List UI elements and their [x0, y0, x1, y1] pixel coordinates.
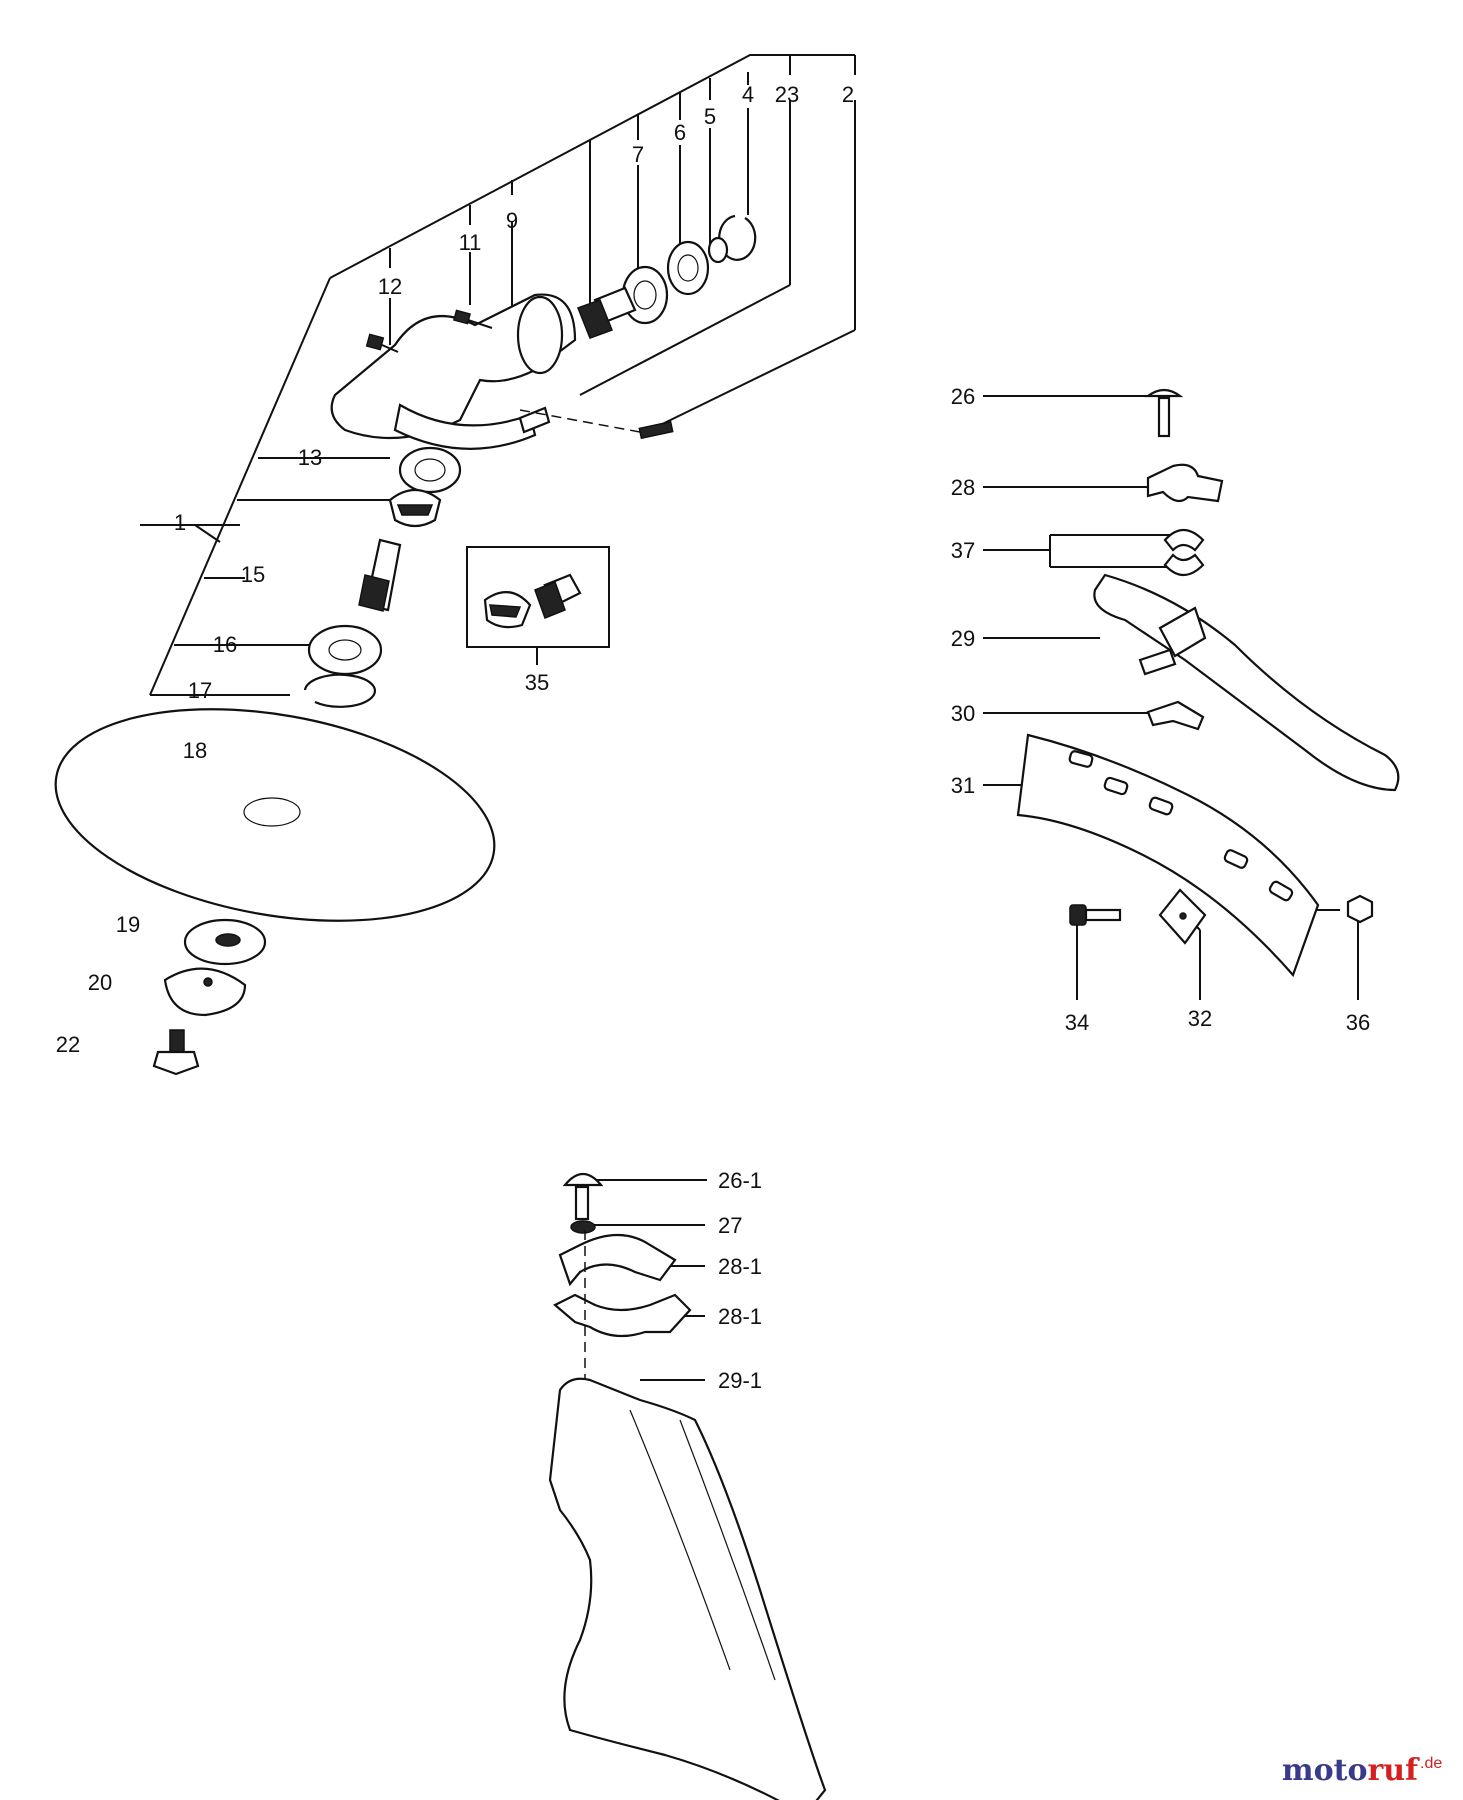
- callout-6: 6: [674, 120, 686, 145]
- callout-7: 7: [632, 142, 644, 167]
- callout-26-1: 26-1: [718, 1168, 762, 1193]
- callout-2: 2: [842, 82, 854, 107]
- watermark-suffix: .de: [1420, 1755, 1442, 1772]
- lower-guard-assembly: [548, 1172, 827, 1800]
- callout-13: 13: [298, 445, 322, 470]
- callout-29-1: 29-1: [718, 1368, 762, 1393]
- callout-22: 22: [56, 1032, 80, 1057]
- callout-32: 32: [1188, 1006, 1212, 1031]
- callout-27: 27: [718, 1213, 742, 1238]
- callout-23: 23: [775, 82, 799, 107]
- gearhead-assembly: [54, 214, 757, 1076]
- callout-26: 26: [951, 384, 975, 409]
- callout-9: 9: [506, 208, 518, 233]
- callout-30: 30: [951, 701, 975, 726]
- callout-1: 1: [174, 510, 186, 535]
- watermark-logo: moto ruf .de: [1282, 1753, 1443, 1788]
- callout-36: 36: [1346, 1010, 1370, 1035]
- gear-set-box: [466, 546, 610, 665]
- callout-4: 4: [742, 82, 754, 107]
- callout-15: 15: [241, 562, 265, 587]
- callout-28-1-upper: 28-1: [718, 1254, 762, 1279]
- gearhead-callout-lines: [140, 54, 856, 696]
- callout-31: 31: [951, 773, 975, 798]
- callout-18: 18: [183, 738, 207, 763]
- watermark-brand-part1: moto: [1282, 1753, 1368, 1788]
- callout-34: 34: [1065, 1010, 1089, 1035]
- callout-labels: 2 23 4 5 6 7 9 11 12 13 1 15 16 17 18 19…: [56, 82, 1370, 1393]
- callout-28: 28: [951, 475, 975, 500]
- callout-16: 16: [213, 632, 237, 657]
- callout-28-1-lower: 28-1: [718, 1304, 762, 1329]
- callout-11: 11: [459, 230, 482, 255]
- guard-assembly: [983, 388, 1400, 1000]
- watermark-brand-part2: ruf: [1367, 1753, 1420, 1788]
- callout-35: 35: [525, 670, 549, 695]
- callout-12: 12: [378, 274, 402, 299]
- callout-19: 19: [116, 912, 140, 937]
- callout-20: 20: [88, 970, 112, 995]
- callout-29: 29: [951, 626, 975, 651]
- callout-5: 5: [704, 104, 716, 129]
- callout-37: 37: [951, 538, 975, 563]
- callout-17: 17: [188, 678, 212, 703]
